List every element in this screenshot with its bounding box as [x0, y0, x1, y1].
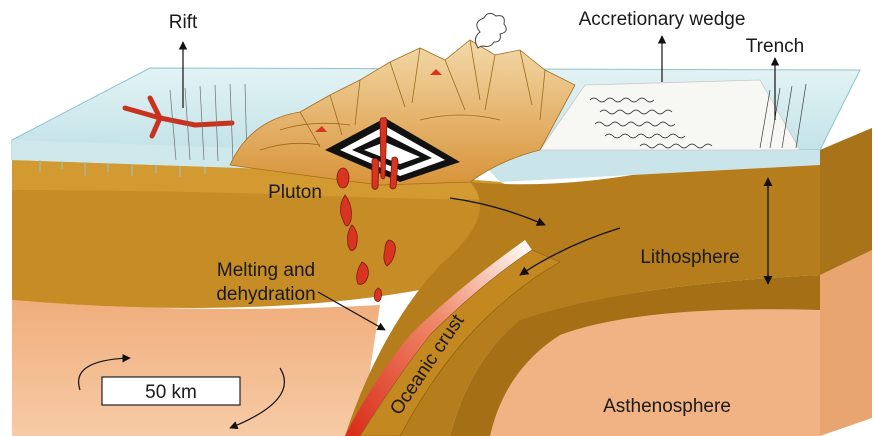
label-melting-line2: dehydration — [216, 284, 315, 305]
label-trench: Trench — [746, 36, 804, 57]
label-lithosphere: Lithosphere — [640, 247, 739, 268]
asthenosphere-left-face — [12, 300, 380, 436]
eruption-plume — [475, 13, 506, 48]
label-pluton: Pluton — [268, 182, 322, 203]
block-side-lithosphere — [820, 128, 872, 275]
label-melting-line1: Melting and — [217, 260, 315, 281]
label-rift: Rift — [169, 12, 198, 33]
label-accretionary-wedge: Accretionary wedge — [579, 9, 746, 30]
scale-label: 50 km — [145, 382, 197, 403]
label-asthenosphere: Asthenosphere — [603, 396, 731, 417]
